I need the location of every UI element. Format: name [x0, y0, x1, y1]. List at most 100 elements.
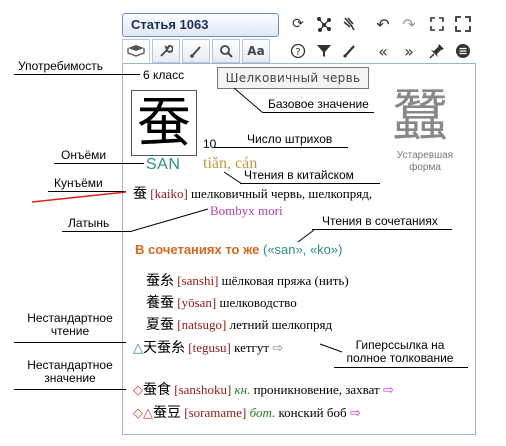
- article-title[interactable]: Статья 1063: [122, 13, 279, 37]
- compound-word[interactable]: 夏蚕: [146, 317, 174, 333]
- annotation-pointer: [319, 343, 343, 353]
- refresh-icon[interactable]: ⟳: [292, 16, 304, 32]
- annotation-line: [214, 147, 348, 148]
- annotation-pointer: [233, 87, 263, 113]
- compound-word[interactable]: 蚕糸: [146, 273, 174, 289]
- compound-meaning: проникновение, захват: [253, 382, 380, 397]
- filter-icon[interactable]: [313, 40, 335, 62]
- compound-reading: [natsugo]: [177, 317, 227, 332]
- compound-row: 養蚕 [yōsan] шелководство: [146, 292, 297, 312]
- kunyomi-underline: [31, 191, 127, 203]
- redo-icon[interactable]: ↷: [402, 14, 416, 34]
- magnify-icon[interactable]: [212, 39, 240, 63]
- kunyomi-line: 蚕 [kaiko] шелковичный червь, шелкопряд,: [133, 183, 372, 203]
- annotation-nonstd-meaning-1: Нестандартное: [27, 358, 113, 372]
- annotation-line: [262, 112, 374, 113]
- pen-icon[interactable]: [339, 40, 361, 62]
- kun-reading: [kaiko]: [150, 186, 188, 201]
- hyperlink-arrow-icon[interactable]: ⇨: [382, 383, 394, 398]
- annotation-hyperlink: Гиперссылка на полное толкование: [340, 339, 460, 365]
- annotation-line: [312, 229, 452, 230]
- latin-name: Bombyx mori: [210, 203, 283, 218]
- kun-meaning: шелковичный червь, шелкопряд,: [191, 186, 373, 201]
- prev-icon[interactable]: «: [378, 41, 388, 61]
- graph-icon[interactable]: [313, 13, 335, 35]
- annotation-line: [14, 389, 126, 390]
- old-form-label-1: Устаревшая: [396, 150, 454, 161]
- hyperlink-arrow-icon[interactable]: ⇨: [349, 406, 361, 421]
- compounds-title: В сочетаниях то же («san», «ko»): [135, 242, 342, 257]
- compound-row: 蚕糸 [sanshi] шёлковая пряжа (нить): [146, 270, 349, 290]
- compounds-readings: («san», «ko»): [262, 242, 343, 257]
- compound-word[interactable]: 天蚕糸: [143, 340, 185, 356]
- compound-reading: [sanshi]: [177, 273, 219, 288]
- annotation-pointer: [297, 229, 315, 243]
- chinese-reading: tiǎn, cán: [203, 155, 258, 172]
- compound-meaning: кетгут: [234, 340, 270, 355]
- annotation-compounds: Чтения в сочетаниях: [322, 214, 438, 228]
- compound-meaning: шелководство: [219, 295, 297, 310]
- book-icon[interactable]: [122, 39, 150, 63]
- old-form-label-2: форма: [409, 162, 441, 173]
- annotation-line: [54, 163, 144, 164]
- compound-row: 夏蚕 [natsugo] летний шелкопряд: [146, 314, 332, 334]
- hyperlink-arrow-icon[interactable]: ⇨: [272, 341, 284, 356]
- fit-icon[interactable]: [426, 13, 448, 35]
- brush-icon[interactable]: [182, 39, 210, 63]
- annotation-line: [240, 183, 380, 184]
- nonstd-reading-mark: △: [133, 341, 143, 356]
- fullscreen-icon[interactable]: [452, 13, 474, 35]
- annotation-line: [14, 342, 126, 343]
- annotation-nonstd-reading-2: чтение: [50, 324, 90, 338]
- compound-meaning: летний шелкопряд: [229, 317, 333, 332]
- annotation-nonstd-meaning-2: значение: [44, 371, 96, 385]
- main-kanji[interactable]: 蚕: [131, 90, 197, 156]
- annotation-latin: Латынь: [68, 216, 110, 230]
- annotation-line: [334, 367, 468, 368]
- next-icon[interactable]: »: [404, 41, 414, 61]
- annotation-hyperlink-2: полное толкование: [346, 351, 454, 365]
- annotation-nonstd-reading-1: Нестандартное: [27, 311, 113, 325]
- pin-icon[interactable]: [426, 40, 448, 62]
- annotation-hyperlink-1: Гиперссылка на: [355, 338, 445, 352]
- compounds-title-text: В сочетаниях то же: [135, 242, 260, 257]
- annotation-nonstd-reading: Нестандартное чтение: [14, 312, 126, 338]
- text-size-tab[interactable]: Aa: [242, 39, 270, 63]
- compound-word[interactable]: 養蚕: [146, 295, 174, 311]
- annotation-line: [62, 231, 132, 232]
- part-of-speech: кн.: [234, 382, 251, 397]
- compound-reading: [yōsan]: [177, 295, 217, 310]
- compound-meaning: шёлковая пряжа (нить): [221, 273, 349, 288]
- part-of-speech: бот.: [249, 405, 276, 420]
- wrench-icon[interactable]: [152, 39, 180, 63]
- compound-reading: [soramame]: [184, 405, 247, 420]
- compound-meaning: конский боб: [278, 405, 347, 420]
- base-meaning-tooltip: Шелковичный червь: [217, 67, 369, 89]
- onyomi-reading: SAN: [146, 156, 181, 173]
- kun-kanji: 蚕: [133, 186, 147, 202]
- annotation-onyomi: Онъёми: [61, 148, 107, 162]
- compound-word[interactable]: 蚕食: [143, 382, 171, 398]
- nonstd-meaning-mark: ◇△: [133, 406, 153, 421]
- annotation-nonstd-meaning: Нестандартное значение: [14, 359, 126, 385]
- nonstd-meaning-row: ◇△蚕豆 [soramame] бот. конский боб ⇨: [133, 402, 361, 422]
- annotation-line: [48, 191, 126, 192]
- compound-reading: [sanshoku]: [174, 382, 232, 397]
- annotation-line: [14, 74, 140, 75]
- compound-reading: [tegusu]: [188, 340, 231, 355]
- menu-icon[interactable]: [452, 40, 474, 62]
- undo-icon[interactable]: ↶: [376, 14, 390, 34]
- hand-icon[interactable]: [339, 13, 361, 35]
- annotation-pointer: [131, 208, 209, 232]
- annotation-chinese: Чтения в китайском: [244, 168, 354, 182]
- annotation-strokes: Число штрихов: [247, 132, 333, 146]
- annotation-usage: Употребимость: [18, 59, 103, 73]
- stroke-count: 10: [203, 137, 217, 151]
- help-icon[interactable]: ?: [287, 40, 309, 62]
- svg-text:?: ?: [295, 47, 300, 58]
- annotation-kunyomi: Кунъёми: [54, 176, 103, 190]
- compound-word[interactable]: 蚕豆: [153, 405, 181, 421]
- nonstd-reading-row: △天蚕糸 [tegusu] кетгут ⇨: [133, 337, 283, 357]
- old-form-kanji: 蠶: [392, 84, 448, 149]
- grade-label: 6 класс: [143, 68, 185, 82]
